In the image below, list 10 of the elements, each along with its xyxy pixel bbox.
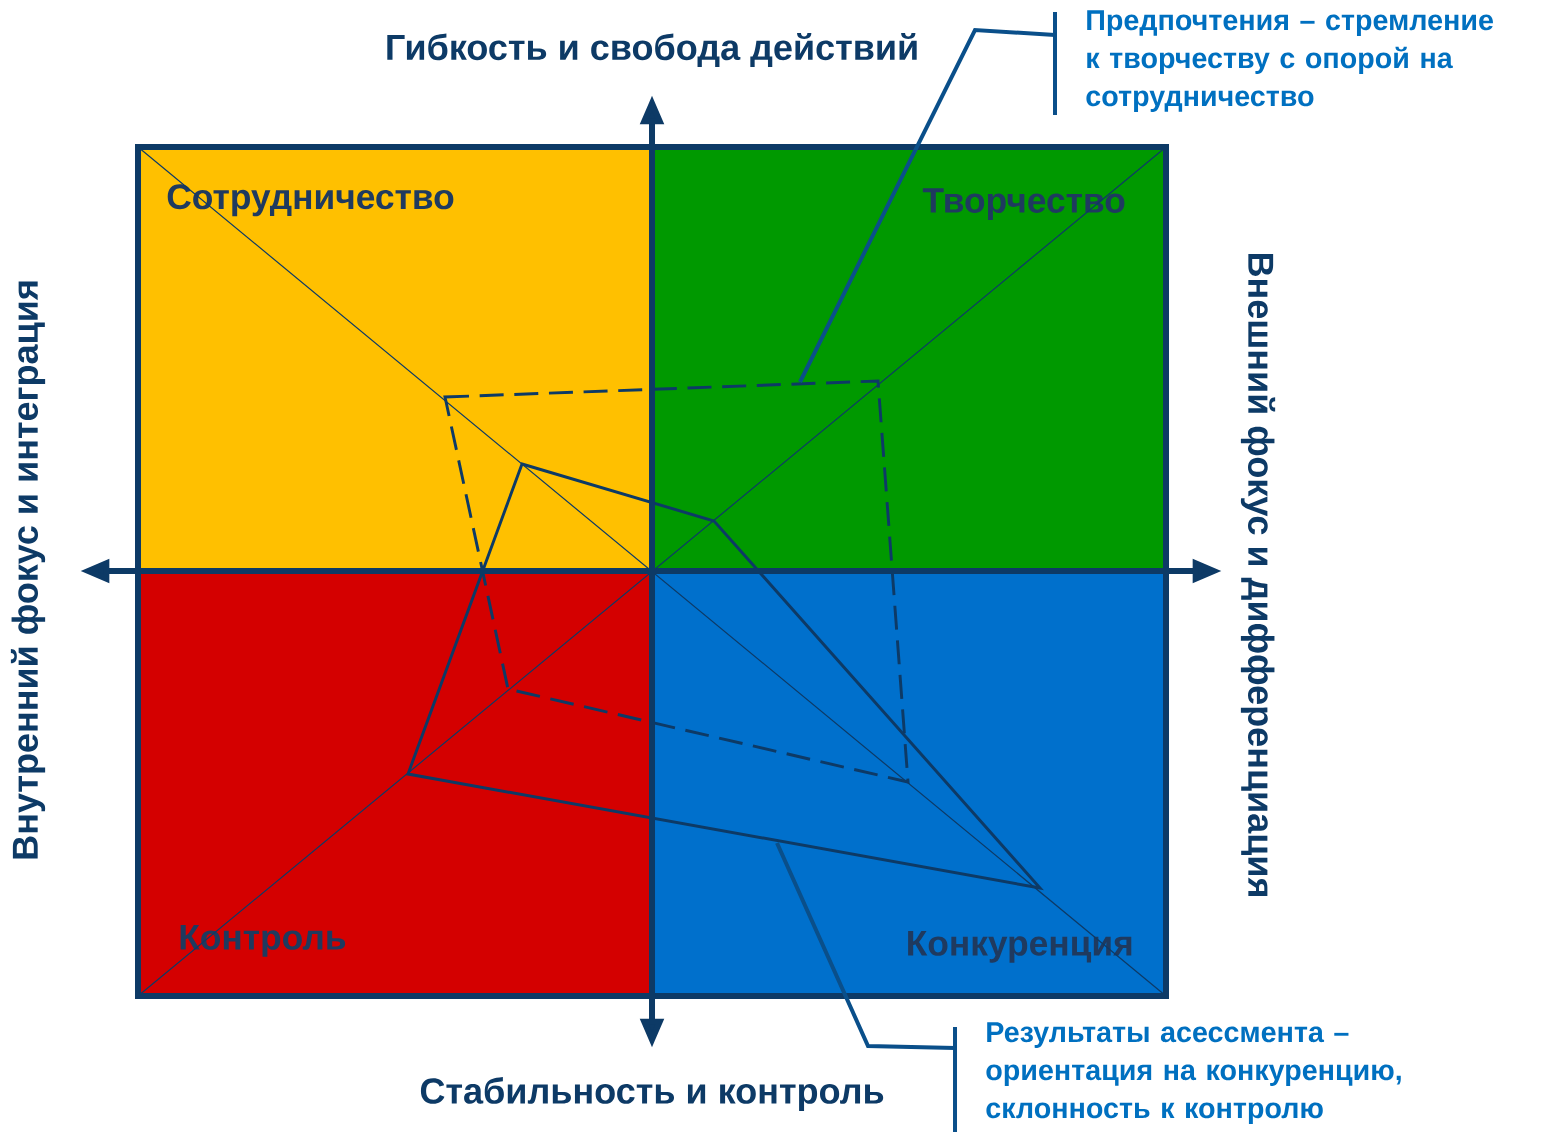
axis-label: Стабильность и контроль [420,1077,884,1111]
axis-label: Внешний фокус и дифференциация [1240,253,1276,896]
polygon [443,379,910,784]
polygon [406,462,1044,891]
leader-line [775,842,956,1050]
callout-text: Предпочтения – стремление к творчеству с опорой на сотрудничество [1053,10,1493,115]
axis-label: Гибкость и свобода действий [387,33,917,67]
callout-text: Результаты асессмента – ориентация на конкуренцию, склонность к контролю [953,1022,1401,1132]
leader-line [798,27,1056,383]
axis-label: Внутренний фокус и интеграция [10,281,46,859]
